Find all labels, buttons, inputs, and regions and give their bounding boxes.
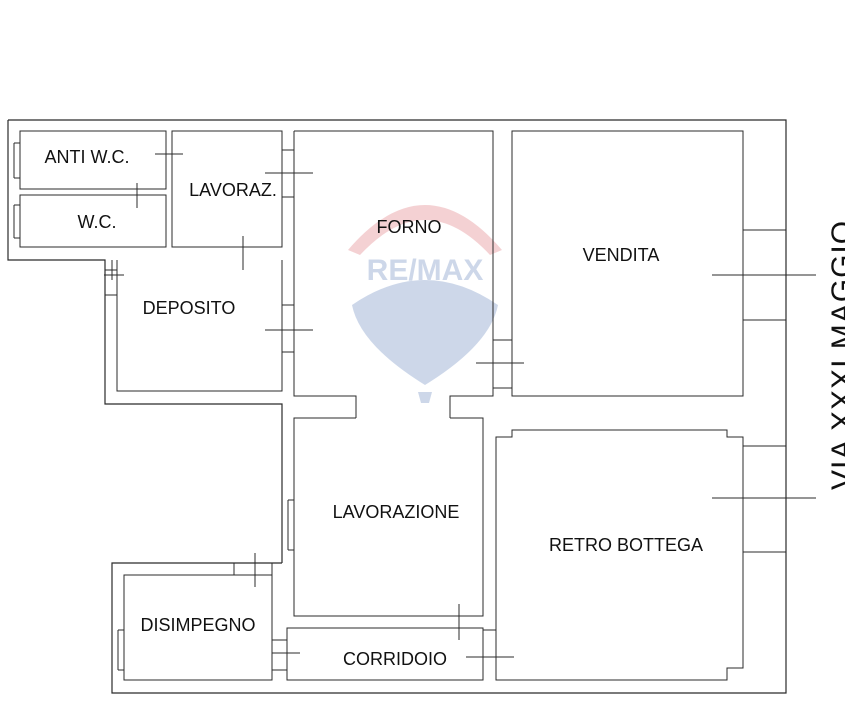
remax-watermark: RE/MAX <box>348 205 502 403</box>
room-label-lavorazione: LAVORAZIONE <box>333 502 460 522</box>
watermark-brand: RE/MAX <box>367 254 484 287</box>
disimpegno-walls <box>117 563 273 681</box>
retro-bottega-walls <box>483 429 786 681</box>
forno-walls <box>282 130 494 418</box>
room-label-lavoraz: LAVORAZ. <box>189 180 277 200</box>
wc-walls <box>13 194 167 248</box>
room-label-vendita: VENDITA <box>583 245 660 265</box>
street-label: VIA XXXI MAGGIO <box>826 220 845 490</box>
lavoraz-walls <box>171 130 283 248</box>
balloon-basket-icon <box>418 392 432 403</box>
room-label-forno: FORNO <box>377 217 442 237</box>
deposito-walls <box>105 260 283 392</box>
room-label-anti-wc: ANTI W.C. <box>45 147 130 167</box>
lavorazione-walls <box>287 417 484 617</box>
room-label-wc: W.C. <box>78 212 117 232</box>
balloon-body-icon <box>352 280 498 385</box>
anti-wc-walls <box>13 130 167 190</box>
exterior-walls <box>7 119 787 694</box>
room-label-deposito: DEPOSITO <box>143 298 236 318</box>
room-label-corridoio: CORRIDOIO <box>343 649 447 669</box>
balloon-red-stripe-icon <box>348 205 502 255</box>
vendita-walls <box>493 130 786 397</box>
room-label-disimpegno: DISIMPEGNO <box>140 615 255 635</box>
corridoio-walls <box>272 627 484 681</box>
room-label-retro-bottega: RETRO BOTTEGA <box>549 535 703 555</box>
door-markers <box>104 153 816 658</box>
